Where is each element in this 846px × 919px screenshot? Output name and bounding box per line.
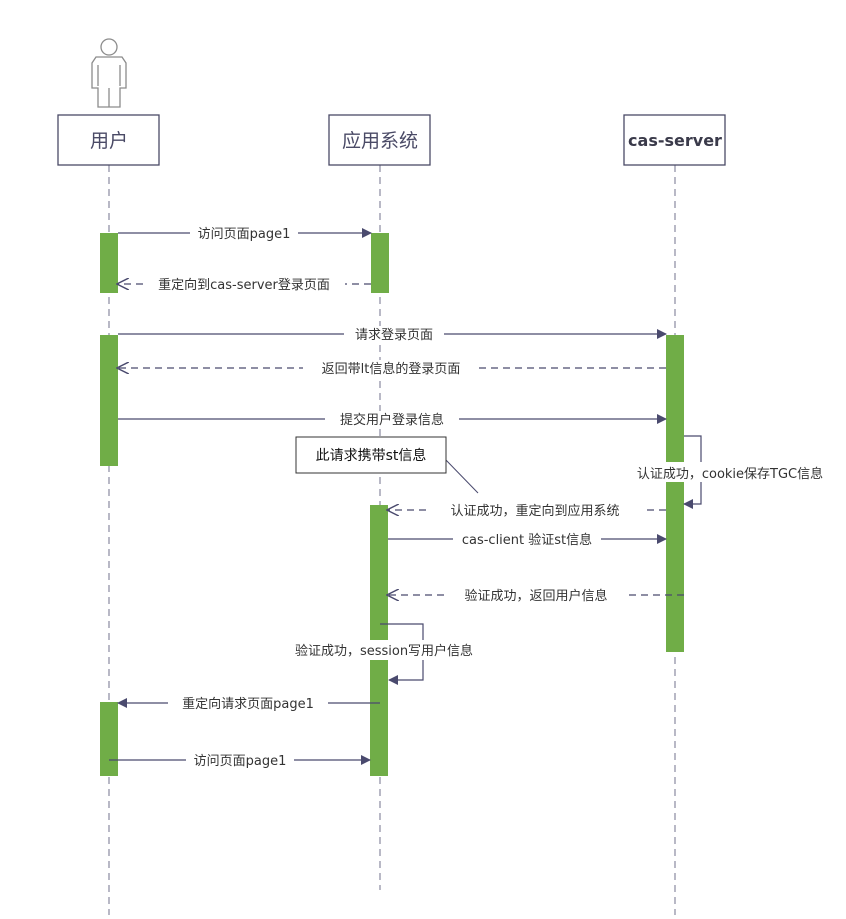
note: 此请求携带st信息: [295, 436, 479, 494]
message: cas-client 验证st信息: [388, 531, 667, 548]
participant-user-label: 用户: [90, 130, 128, 152]
message-label: 重定向请求页面page1: [182, 696, 314, 712]
message-label: 返回带lt信息的登录页面: [322, 361, 461, 377]
activation-bar: [666, 335, 684, 652]
message-label: 验证成功，session写用户信息: [295, 643, 473, 659]
message: 重定向到cas-server登录页面: [118, 276, 371, 293]
message: 提交用户登录信息: [118, 411, 667, 428]
activation-bar: [371, 233, 389, 293]
message: 重定向请求页面page1: [117, 695, 380, 712]
message: 访问页面page1: [118, 225, 372, 242]
note-label: 此请求携带st信息: [316, 447, 427, 464]
message: 返回带lt信息的登录页面: [118, 360, 666, 377]
actor-icon: [91, 38, 127, 108]
message: 请求登录页面: [118, 326, 667, 343]
activation-bar: [100, 702, 118, 776]
participant-cas-label: cas-server: [628, 131, 722, 150]
activation-bar: [100, 335, 118, 466]
message-self: 验证成功，session写用户信息: [277, 623, 491, 685]
message-label: cas-client 验证st信息: [462, 532, 592, 548]
message-label: 访问页面page1: [198, 227, 291, 242]
message-label: 重定向到cas-server登录页面: [158, 277, 330, 293]
participant-app: 应用系统: [328, 114, 431, 166]
message-label: 请求登录页面: [355, 328, 433, 343]
message-label: 认证成功，cookie保存TGC信息: [637, 466, 823, 482]
message-label: 访问页面page1: [194, 754, 287, 769]
participant-user: 用户: [57, 114, 160, 166]
message-label: 认证成功，重定向到应用系统: [450, 503, 619, 519]
participant-cas: cas-server: [623, 114, 726, 166]
message-label: 提交用户登录信息: [340, 412, 444, 428]
message: 访问页面page1: [109, 752, 371, 769]
message: 认证成功，重定向到应用系统: [388, 502, 666, 519]
participant-app-label: 应用系统: [342, 130, 418, 152]
message-label: 验证成功，返回用户信息: [464, 588, 607, 604]
activation-bar: [100, 233, 118, 293]
message-self: 认证成功，cookie保存TGC信息: [622, 435, 838, 509]
message: 验证成功，返回用户信息: [388, 587, 684, 604]
